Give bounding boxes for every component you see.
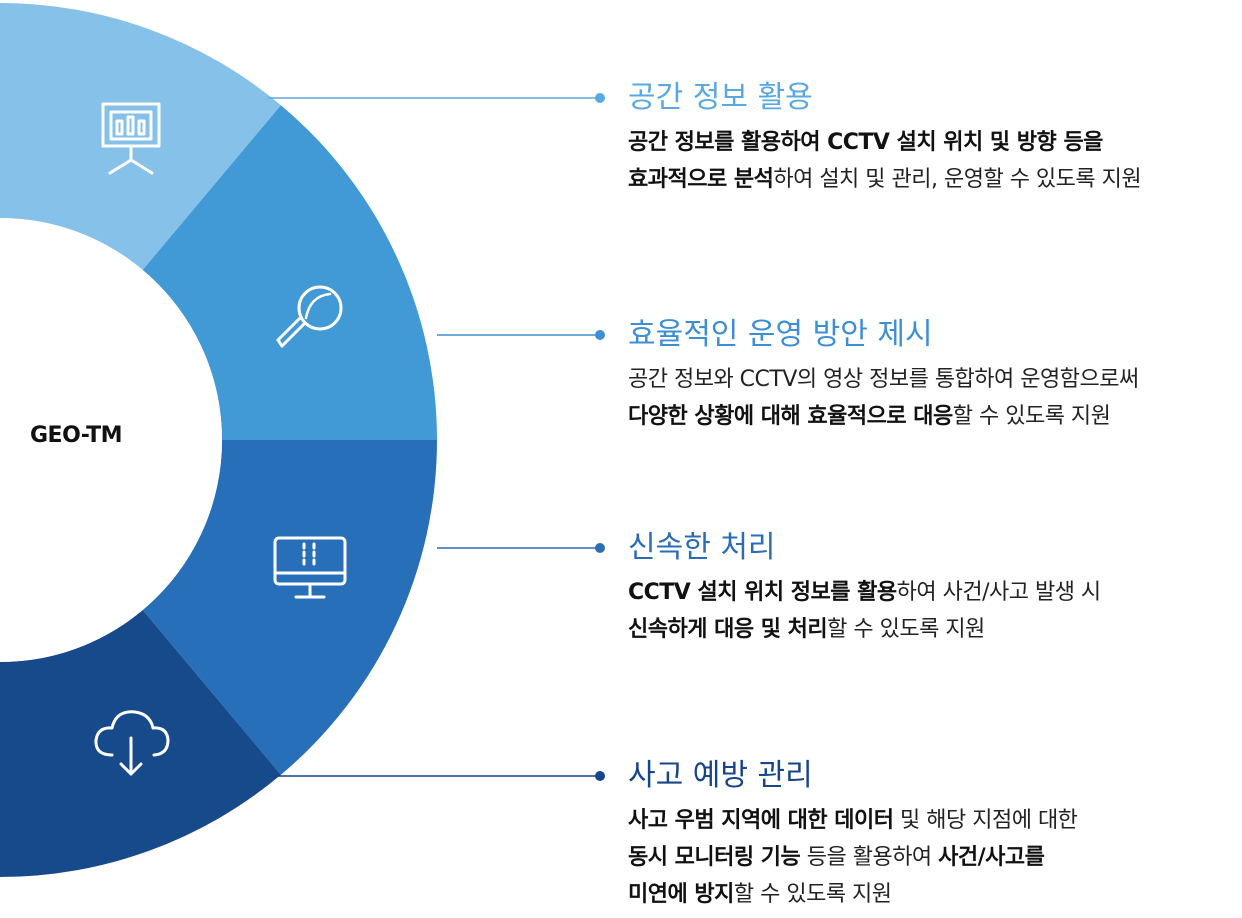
- description-line: 공간 정보를 활용하여 CCTV 설치 위치 및 방향 등을: [628, 124, 1141, 161]
- emphasis-text: 미연에 방지: [628, 882, 734, 907]
- description-line: 다양한 상황에 대해 효율적으로 대응할 수 있도록 지원: [628, 398, 1139, 435]
- item-title: 신속한 처리: [628, 530, 776, 565]
- body-text: 공간 정보와 CCTV의 영상 정보를 통합하여 운영함으로써: [628, 367, 1139, 392]
- ring-segment-spatial-info: [0, 3, 281, 270]
- emphasis-text: 공간 정보를 활용하여 CCTV 설치 위치 및 방향 등을: [628, 130, 1103, 155]
- connector-spatial-info: [268, 93, 605, 103]
- body-text: 등을 활용하여: [800, 845, 939, 870]
- center-label: GEO-TM: [30, 423, 123, 448]
- connector-accident-prevention: [268, 771, 605, 781]
- item-title: 사고 예방 관리: [628, 758, 813, 793]
- item-title: 효율적인 운영 방안 제시: [628, 317, 933, 352]
- emphasis-text: 사고 우범 지역에 대한 데이터: [628, 808, 894, 833]
- body-text: 하여 사건/사고 발생 시: [896, 580, 1102, 605]
- body-text: 및 해당 지점에 대한: [893, 808, 1078, 833]
- ring-segment-rapid-processing: [142, 440, 437, 775]
- description-line: 미연에 방지할 수 있도록 지원: [628, 876, 1077, 913]
- emphasis-text: CCTV 설치 위치 정보를 활용: [628, 580, 897, 605]
- emphasis-text: 신속하게 대응 및 처리: [628, 617, 828, 642]
- emphasis-text: 동시 모니터링 기능: [628, 845, 801, 870]
- description-line: 신속하게 대응 및 처리할 수 있도록 지원: [628, 611, 1101, 648]
- magnifier-icon: [276, 285, 343, 348]
- emphasis-text: 사건/사고를: [938, 845, 1045, 870]
- description-line: 공간 정보와 CCTV의 영상 정보를 통합하여 운영함으로써: [628, 361, 1139, 398]
- body-text: 하여 설치 및 관리, 운영할 수 있도록 지원: [773, 167, 1142, 192]
- presentation-board-icon: [101, 102, 161, 175]
- monitor-icon: [273, 536, 347, 599]
- body-text: 할 수 있도록 지원: [733, 882, 892, 907]
- description-line: 사고 우범 지역에 대한 데이터 및 해당 지점에 대한: [628, 802, 1078, 839]
- item-efficient-operation: 효율적인 운영 방안 제시 공간 정보와 CCTV의 영상 정보를 통합하여 운…: [628, 317, 1139, 435]
- description-line: 효과적으로 분석하여 설치 및 관리, 운영할 수 있도록 지원: [628, 161, 1142, 198]
- emphasis-text: 다양한 상황에 대해 효율적으로 대응: [628, 404, 953, 429]
- ring-segment-accident-prevention: [0, 610, 281, 877]
- connector-rapid-processing: [437, 543, 605, 553]
- cloud-download-icon: [94, 710, 170, 776]
- description-line: CCTV 설치 위치 정보를 활용하여 사건/사고 발생 시: [628, 574, 1101, 611]
- description-line: 동시 모니터링 기능 등을 활용하여 사건/사고를: [628, 839, 1077, 876]
- connector-efficient-operation: [437, 330, 605, 340]
- body-text: 할 수 있도록 지원: [952, 404, 1111, 429]
- body-text: 할 수 있도록 지원: [827, 617, 985, 642]
- ring-segment-efficient-operation: [142, 105, 437, 440]
- item-title: 공간 정보 활용: [628, 80, 813, 115]
- emphasis-text: 효과적으로 분석: [628, 167, 774, 192]
- center-circle: [0, 218, 222, 662]
